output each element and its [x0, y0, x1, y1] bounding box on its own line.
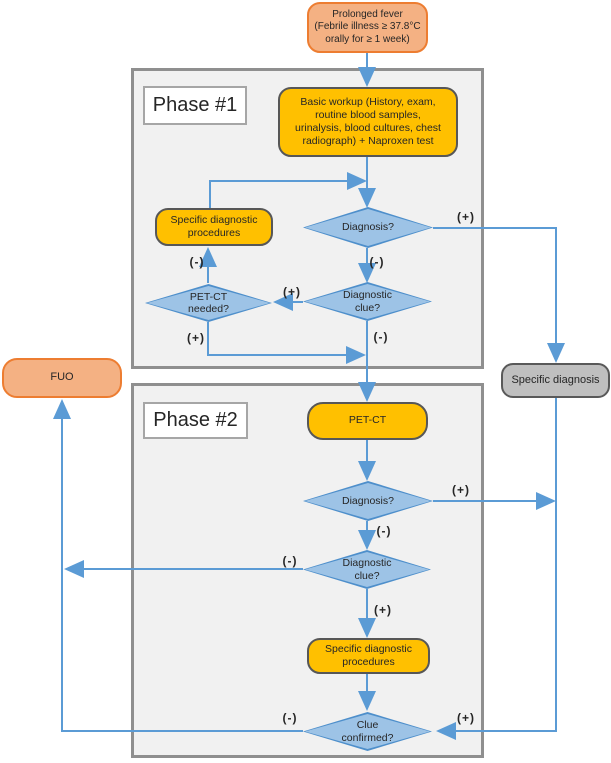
- label-p2-diagnosis-negative: (-): [376, 524, 392, 538]
- edge-diagnosis1-positive: [433, 227, 565, 363]
- phase1-title-text: Phase #1: [152, 94, 238, 116]
- node-specific-procedures-2: Specific diagnostic procedures: [307, 638, 430, 674]
- phase1-title: Phase #1: [143, 86, 247, 125]
- node-specific-diagnosis: Specific diagnosis: [501, 363, 610, 398]
- phase2-title: Phase #2: [143, 402, 248, 439]
- decision-diagnostic-clue-1-text: Diagnostic clue?: [342, 289, 393, 314]
- decision-petct-needed-text: PET-CT needed?: [188, 290, 229, 315]
- label-p1-clue-negative: (-): [373, 330, 389, 344]
- label-p2-diagnosis-positive: (+): [452, 483, 470, 497]
- label-p2-clue-positive: (+): [374, 603, 392, 617]
- node-specific-procedures-1: Specific diagnostic procedures: [155, 208, 273, 246]
- label-p1-diagnosis-positive: (+): [457, 210, 475, 224]
- label-p2-confirmed-positive: (+): [457, 711, 475, 725]
- label-p2-clue-negative: (-): [282, 554, 298, 568]
- edge-confirmed-negative-to-fuo: [53, 399, 303, 732]
- decision-clue-confirmed-text: Clue confirmed?: [341, 719, 394, 744]
- node-petct: PET-CT: [307, 402, 428, 440]
- label-p1-diagnosis-negative: (-): [369, 255, 385, 269]
- edge-petct-needed-positive: [207, 322, 366, 364]
- edge-confirmed-positive: [436, 398, 557, 740]
- label-p1-clue-positive: (+): [283, 285, 301, 299]
- decision-diagnosis-2-text: Diagnosis?: [342, 494, 394, 507]
- node-prolonged-fever: Prolonged fever (Febrile illness ≥ 37.8°…: [307, 2, 428, 53]
- label-p1-procedures-negative: (-): [189, 255, 205, 269]
- node-fuo: FUO: [2, 358, 122, 398]
- label-p1-petct-needed-positive: (+): [187, 331, 205, 345]
- edge-procedures1-feedback: [209, 172, 367, 209]
- node-basic-workup: Basic workup (History, exam, routine blo…: [278, 87, 458, 157]
- decision-diagnostic-clue-2-text: Diagnostic clue?: [342, 557, 392, 582]
- phase2-title-text: Phase #2: [153, 409, 238, 431]
- label-p2-confirmed-negative: (-): [282, 711, 298, 725]
- decision-diagnosis-1-text: Diagnosis?: [342, 221, 394, 234]
